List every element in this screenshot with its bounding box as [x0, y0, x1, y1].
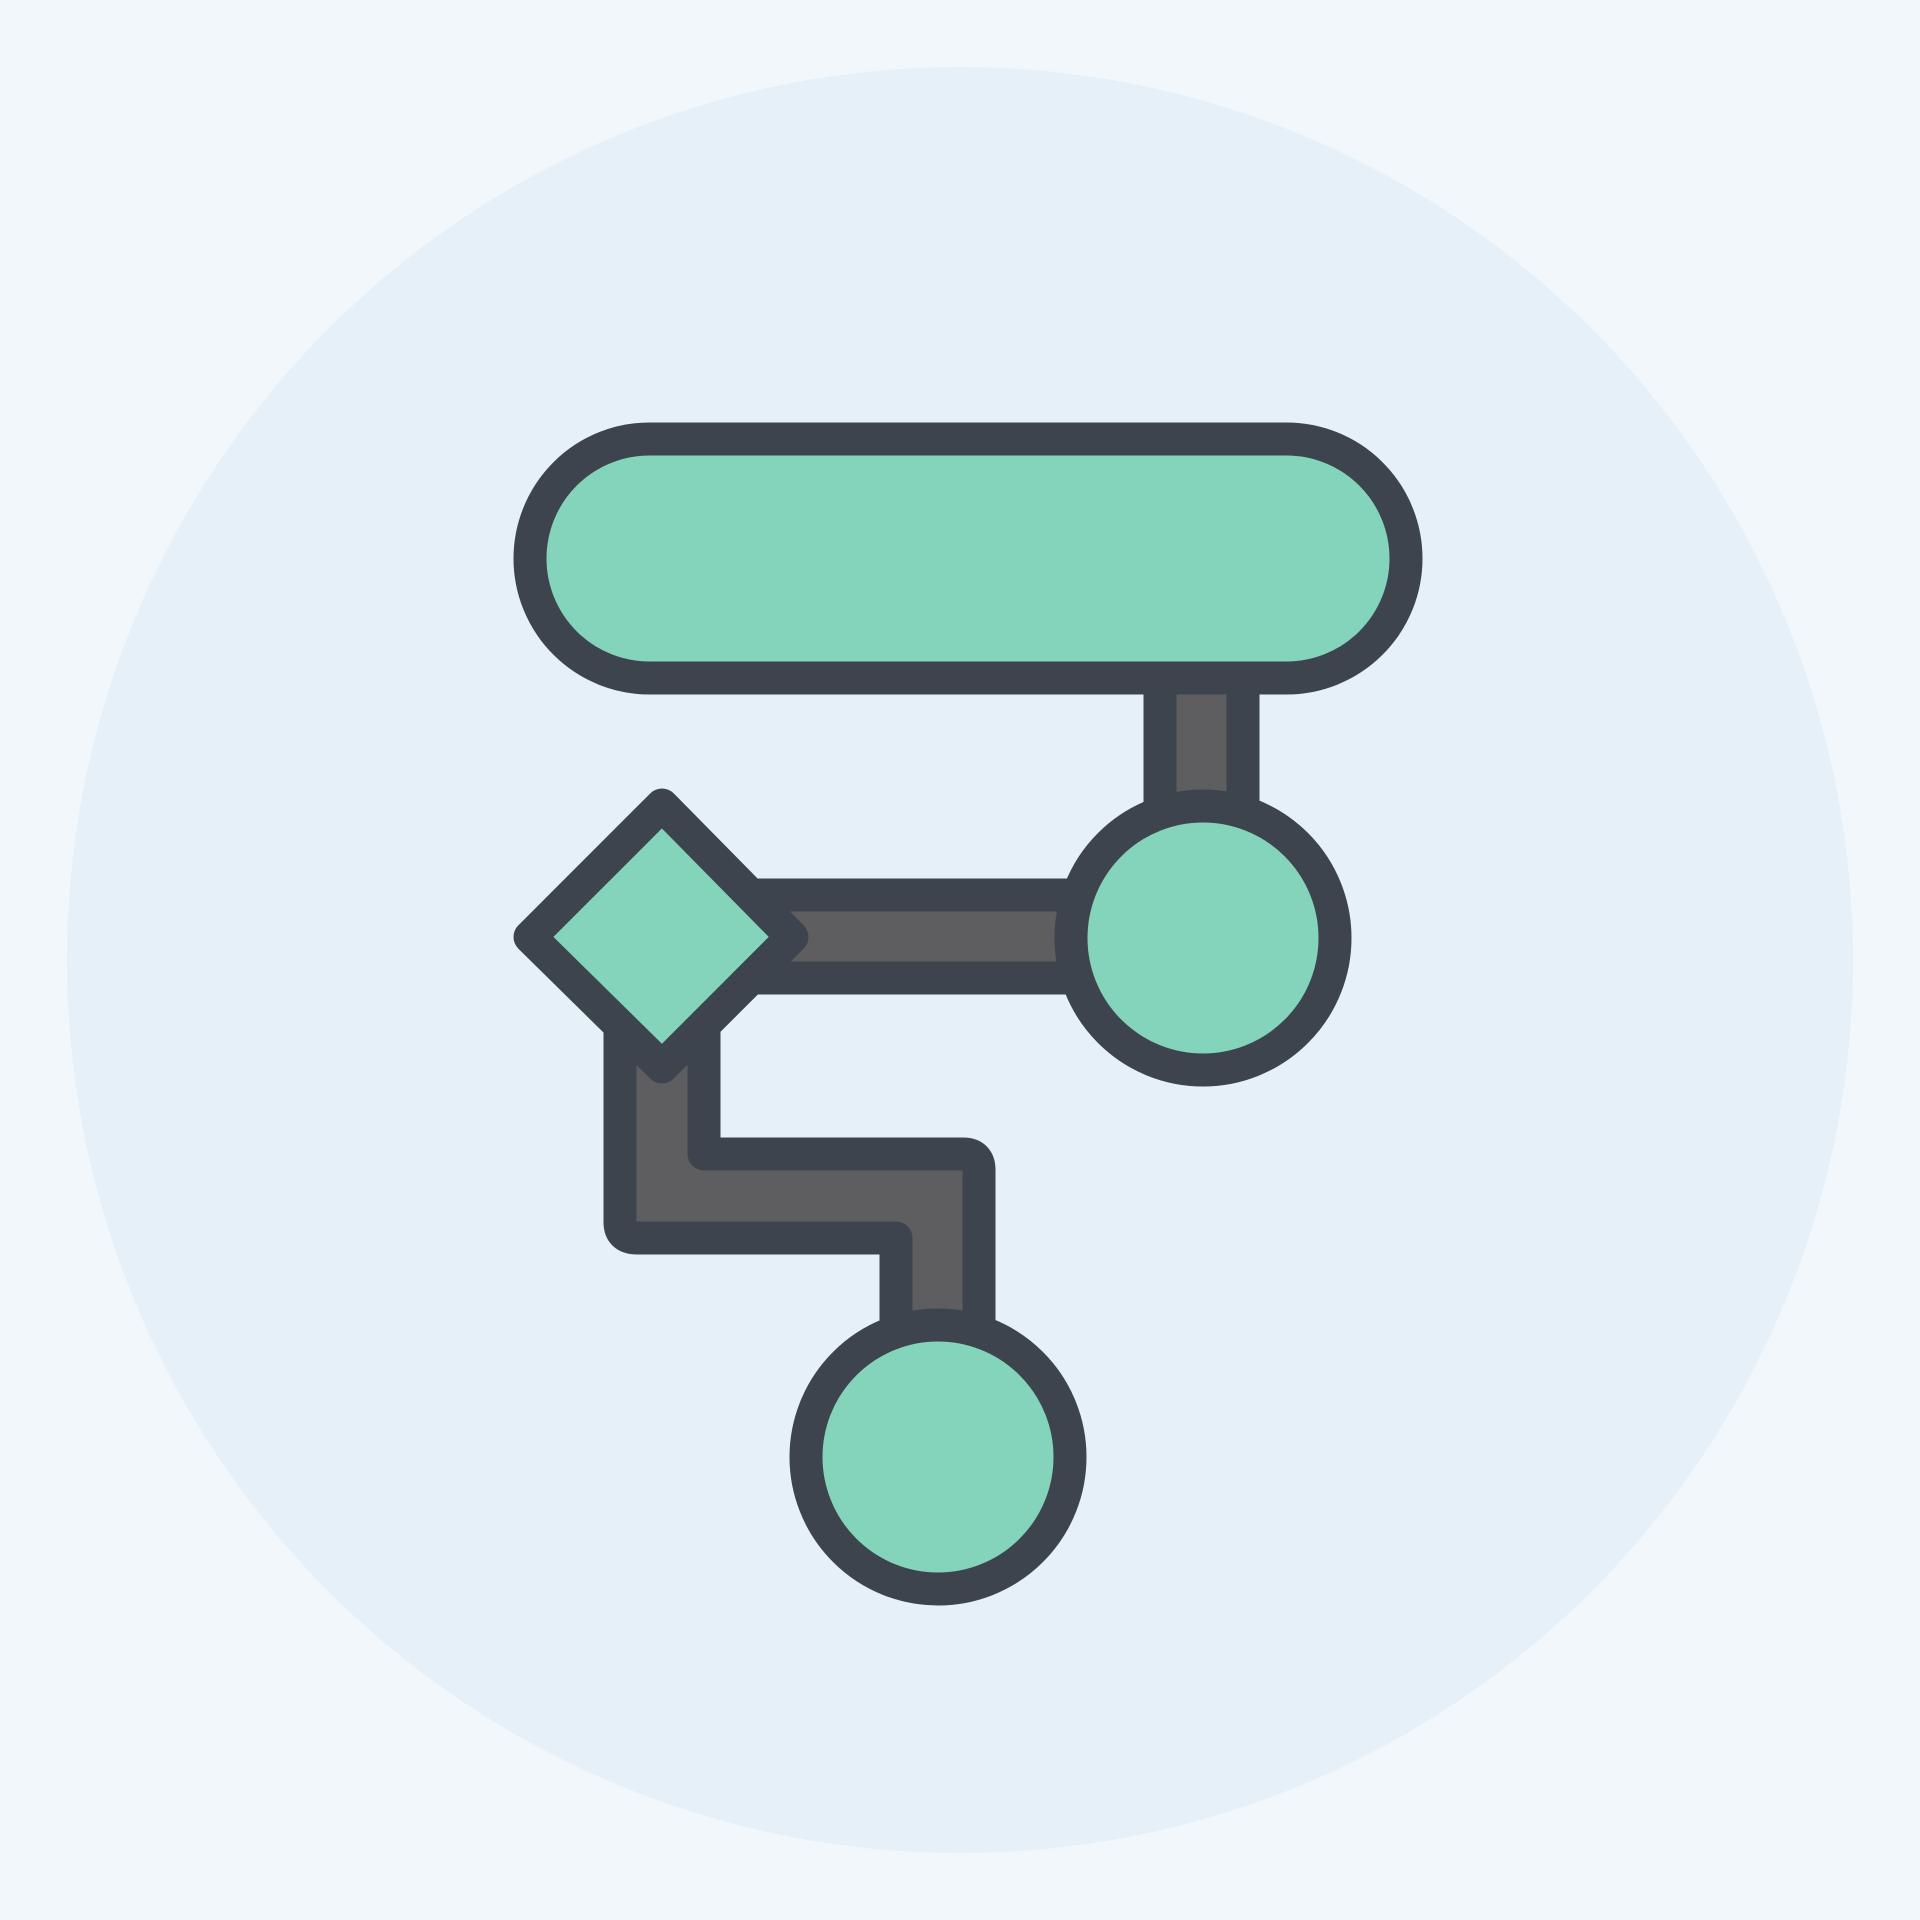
connector-circle-right: [1054, 789, 1352, 1087]
terminator-pill: [513, 422, 1423, 695]
decision-diamond: [513, 788, 809, 1084]
connector-circle-bottom: [789, 1308, 1087, 1606]
